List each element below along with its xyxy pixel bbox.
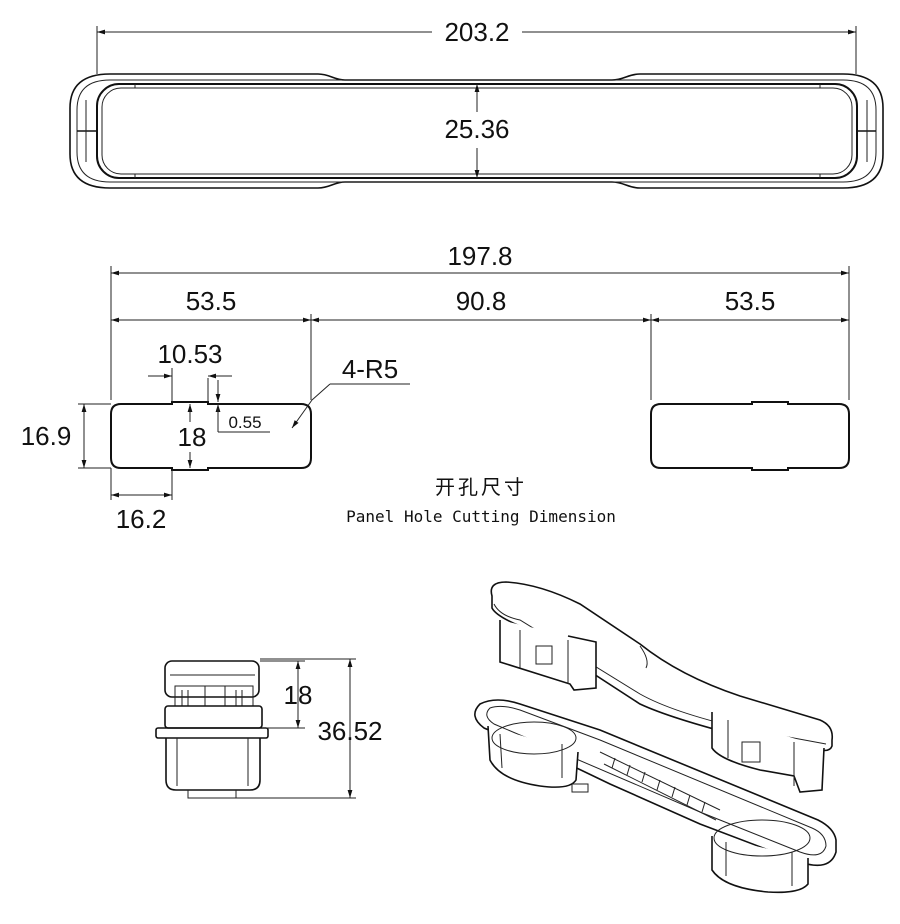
outer-height-label: 16.9 bbox=[21, 421, 72, 451]
height-label: 25.36 bbox=[444, 114, 509, 144]
panel-cutout-drawing: 197.8 53.5 90.8 53.5 10.53 0.55 18 16.9 bbox=[21, 241, 850, 534]
middle-section-label: 90.8 bbox=[456, 286, 507, 316]
inner-height-label: 18 bbox=[178, 422, 207, 452]
top-view-handle: 203.2 25.36 bbox=[69, 17, 884, 189]
left-section-label: 53.5 bbox=[186, 286, 237, 316]
caption-english: Panel Hole Cutting Dimension bbox=[346, 507, 616, 526]
notch-depth-label: 0.55 bbox=[228, 413, 261, 432]
side-total-height-label: 36.52 bbox=[317, 716, 382, 746]
isometric-exploded-view bbox=[474, 581, 837, 894]
cutout-overall-width-label: 197.8 bbox=[447, 241, 512, 271]
offset-width-label: 16.2 bbox=[116, 504, 167, 534]
radius-note-label: 4-R5 bbox=[342, 354, 398, 384]
notch-width-label: 10.53 bbox=[157, 339, 222, 369]
side-view-handle: 18 36.52 bbox=[155, 658, 383, 799]
caption-chinese: 开孔尺寸 bbox=[435, 475, 527, 499]
side-upper-height-label: 18 bbox=[284, 680, 313, 710]
right-section-label: 53.5 bbox=[725, 286, 776, 316]
overall-length-label: 203.2 bbox=[444, 17, 509, 47]
